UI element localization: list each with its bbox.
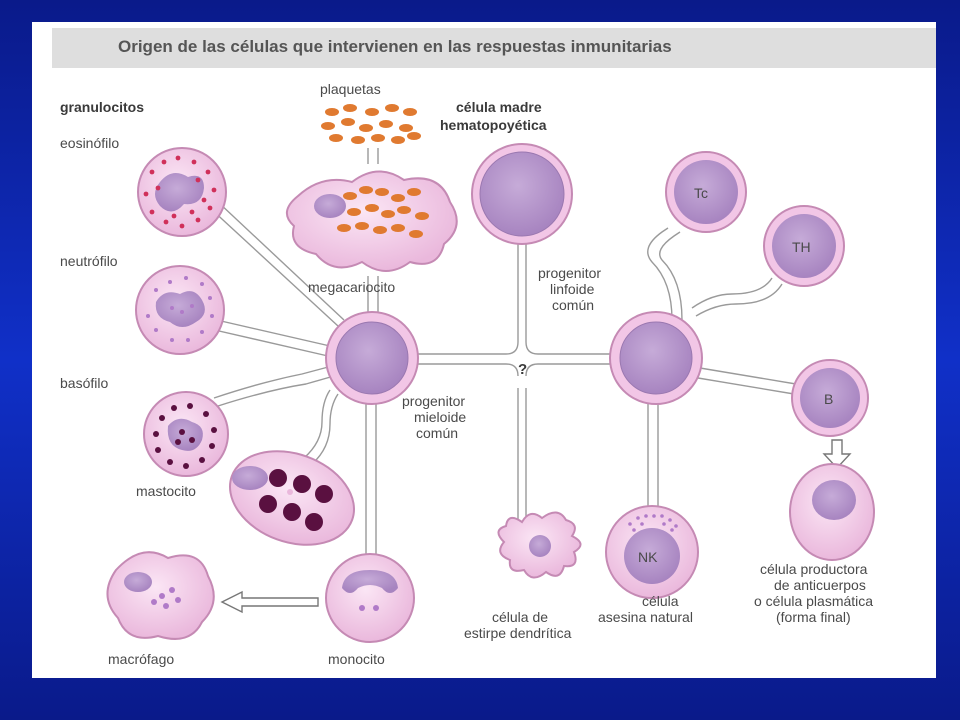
label-plasmatica-2: de anticuerpos — [774, 577, 866, 593]
label-progenitor-linfoide-3: común — [552, 297, 594, 313]
macrophage-cell — [106, 551, 215, 640]
label-progenitor-linfoide-1: progenitor — [538, 265, 601, 281]
label-plasmatica-4: (forma final) — [776, 609, 851, 625]
immune-cell-diagram: Origen de las células que intervienen en… — [60, 37, 875, 667]
label-plasmatica-1: célula productora — [760, 561, 868, 577]
monocyte-cell — [325, 553, 415, 643]
plasma-cell — [789, 463, 875, 561]
mast-cell — [229, 450, 355, 546]
lymphoid-progenitor-cell — [609, 311, 703, 405]
connector-lines — [205, 148, 852, 614]
label-plasmatica-3: o célula plasmática — [754, 593, 873, 609]
label-celula-madre-2: hematopoyética — [440, 117, 547, 133]
megakaryocyte-cell — [286, 170, 458, 272]
tc-lymphocyte — [665, 151, 747, 233]
label-mastocito: mastocito — [136, 483, 196, 499]
label-progenitor-mieloide-2: mieloide — [414, 409, 466, 425]
label-dendritica-2: estirpe dendrítica — [464, 625, 572, 641]
myeloid-progenitor-cell — [325, 311, 419, 405]
label-macrofago: macrófago — [108, 651, 174, 667]
label-b: B — [824, 391, 833, 407]
basophil-cell — [143, 391, 229, 477]
label-nk: NK — [638, 549, 658, 565]
label-megacariocito: megacariocito — [308, 279, 395, 295]
label-tc: Tc — [694, 185, 708, 201]
label-th: TH — [792, 239, 811, 255]
platelets — [321, 104, 421, 144]
label-dendritica-1: célula de — [492, 609, 548, 625]
eosinophil-cell — [137, 147, 227, 237]
label-eosinofilo: eosinófilo — [60, 135, 119, 151]
th-lymphocyte — [763, 205, 845, 287]
nk-cell — [605, 505, 699, 599]
label-neutrofilo: neutrófilo — [60, 253, 118, 269]
diagram-title: Origen de las células que intervienen en… — [118, 37, 672, 56]
label-nk-2: asesina natural — [598, 609, 693, 625]
label-plaquetas: plaquetas — [320, 81, 381, 97]
b-lymphocyte — [791, 359, 869, 437]
neutrophil-cell — [135, 265, 225, 355]
label-basofilo: basófilo — [60, 375, 108, 391]
label-question-mark: ? — [518, 361, 527, 378]
label-nk-1: célula — [642, 593, 679, 609]
label-progenitor-mieloide-1: progenitor — [402, 393, 465, 409]
label-progenitor-mieloide-3: común — [416, 425, 458, 441]
slide-panel: Origen de las células que intervienen en… — [32, 22, 936, 678]
title-bar — [52, 28, 936, 68]
label-monocito: monocito — [328, 651, 385, 667]
dendritic-cell — [497, 511, 582, 579]
label-celula-madre-1: célula madre — [456, 99, 542, 115]
label-granulocitos: granulocitos — [60, 99, 144, 115]
label-progenitor-linfoide-2: linfoide — [550, 281, 595, 297]
stem-cell — [471, 143, 573, 245]
